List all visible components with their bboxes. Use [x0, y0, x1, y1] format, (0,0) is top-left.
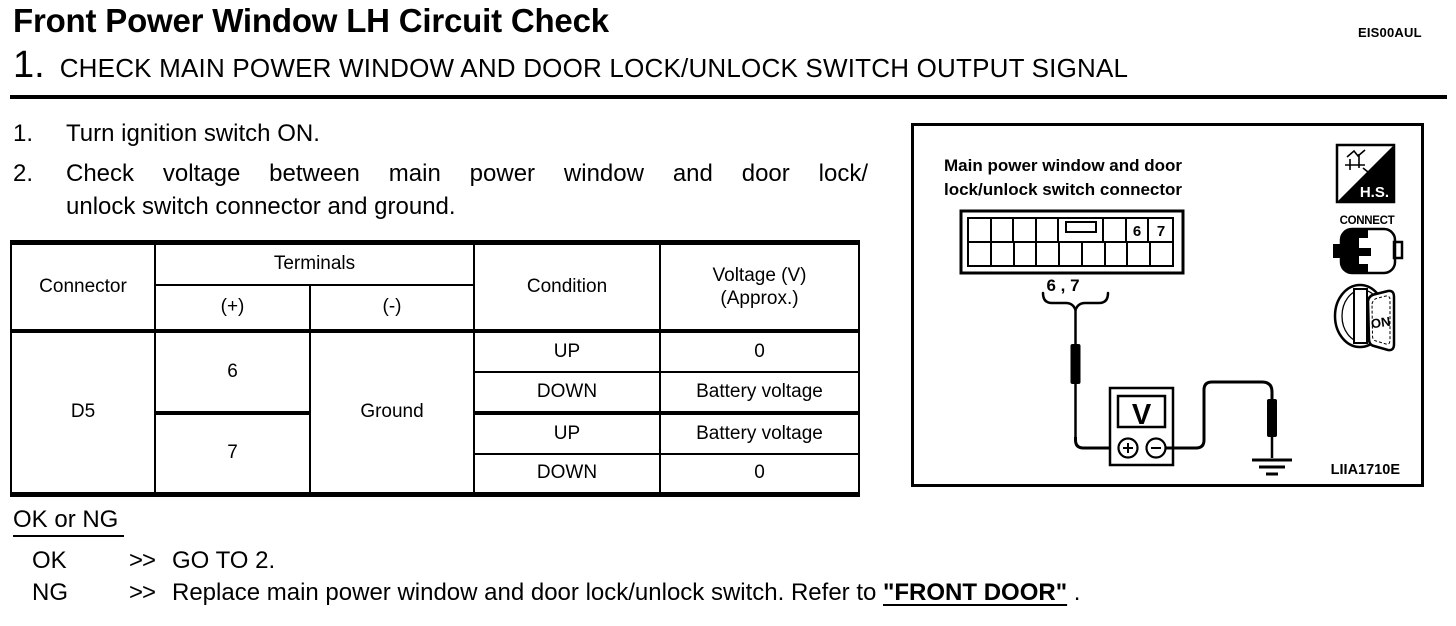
connector-latch — [1065, 221, 1097, 233]
cell-voltage: Battery voltage — [659, 370, 860, 414]
step-heading-number: 1. — [13, 44, 45, 86]
document-code: EIS00AUL — [1358, 25, 1422, 40]
table-row: DOWN Battery voltage — [11, 370, 860, 414]
hs-icon: H.S. — [1335, 143, 1396, 204]
connect-label: CONNECT — [1340, 215, 1395, 227]
col-header-minus: (-) — [309, 283, 475, 332]
cell-voltage: Battery voltage — [659, 410, 860, 455]
instruction-text-line2: unlock switch connector and ground. — [66, 193, 456, 220]
ignition-on-label: ON — [1370, 314, 1391, 332]
plus-terminal-icon — [1117, 437, 1139, 459]
brace-pins-label: 6 , 7 — [1046, 276, 1079, 295]
result-line-ng: NG >> Replace main power window and door… — [32, 579, 1080, 607]
ignition-on-icon: ON — [1333, 283, 1396, 352]
cell-terminal-minus: Ground — [309, 329, 475, 496]
col-header-voltage: Voltage (V) (Approx.) — [659, 241, 860, 332]
instruction-text: Check voltage between main power window … — [66, 157, 868, 223]
voltmeter-display — [1116, 394, 1167, 429]
instruction-text: Turn ignition switch ON. — [66, 120, 320, 147]
col-header-terminals: Terminals — [154, 241, 475, 286]
result-arrow-icon: >> — [129, 547, 156, 574]
result-label-ng: NG — [32, 579, 68, 606]
negative-probe — [1267, 399, 1277, 458]
front-door-link[interactable]: "FRONT DOOR" — [883, 579, 1068, 606]
table-row: 7 UP Battery voltage — [11, 410, 860, 496]
positive-lead-wire — [1074, 437, 1119, 450]
cell-voltage: 0 — [659, 329, 860, 373]
figure-code: LIIA1710E — [1331, 462, 1401, 478]
result-text: Replace main power window and door lock/… — [172, 579, 1081, 606]
circuit-check-figure: Main power window and door lock/unlock s… — [911, 123, 1424, 487]
connector-illustration: 6 7 — [959, 209, 1185, 275]
cell-condition: DOWN — [473, 452, 661, 496]
hs-label: H.S. — [1360, 184, 1389, 201]
minus-terminal-icon — [1145, 437, 1167, 459]
hs-tool-glyph — [1345, 149, 1369, 173]
cell-connector: D5 — [10, 329, 156, 496]
col-header-plus: (+) — [154, 283, 311, 332]
result-arrow-icon: >> — [129, 579, 156, 606]
instruction-text-line1: Check voltage between main power window … — [66, 160, 868, 187]
table-row: D5 6 Ground UP 0 — [10, 329, 860, 496]
instruction-step-1: 1. Turn ignition switch ON. — [13, 117, 868, 150]
voltmeter-v-label: V — [1132, 399, 1152, 431]
ground-icon — [1252, 458, 1292, 476]
cell-terminal-plus: 7 — [154, 410, 311, 496]
result-text: GO TO 2. — [172, 547, 276, 574]
cell-condition: UP — [473, 410, 661, 455]
cell-terminal-plus: 6 — [154, 329, 311, 414]
col-header-voltage-line1: Voltage (V) — [712, 264, 807, 286]
col-header-condition: Condition — [473, 241, 661, 332]
instruction-number: 2. — [13, 160, 34, 187]
connector-label-line2: lock/unlock switch connector — [944, 180, 1182, 199]
section-divider — [10, 95, 1447, 99]
col-header-voltage-line2: (Approx.) — [720, 287, 799, 309]
voltmeter: V — [1108, 386, 1175, 467]
instruction-step-2: 2. Check voltage between main power wind… — [13, 157, 868, 223]
positive-probe — [1070, 310, 1081, 441]
voltage-spec-table: Connector Terminals Condition Voltage (V… — [10, 240, 860, 497]
cell-condition: DOWN — [473, 370, 661, 414]
pin-7-label: 7 — [1157, 223, 1165, 240]
step-heading-title: CHECK MAIN POWER WINDOW AND DOOR LOCK/UN… — [59, 53, 1129, 83]
page-title: Front Power Window LH Circuit Check — [13, 2, 609, 39]
step-heading: 1. CHECK MAIN POWER WINDOW AND DOOR LOCK… — [13, 44, 1128, 87]
instruction-number: 1. — [13, 120, 34, 147]
negative-lead-wire — [1165, 380, 1274, 450]
pin-6-label: 6 — [1133, 223, 1141, 240]
result-heading: OK or NG — [13, 506, 125, 537]
table-row: DOWN 0 — [11, 452, 860, 496]
connector-label-line1: Main power window and door — [944, 156, 1182, 175]
col-header-connector: Connector — [10, 241, 156, 332]
cell-condition: UP — [473, 329, 661, 373]
cell-voltage: 0 — [659, 452, 860, 496]
result-label-ok: OK — [32, 547, 67, 574]
result-line-ok: OK >> GO TO 2. — [32, 547, 275, 575]
connect-icon: CONNECT — [1333, 215, 1404, 275]
